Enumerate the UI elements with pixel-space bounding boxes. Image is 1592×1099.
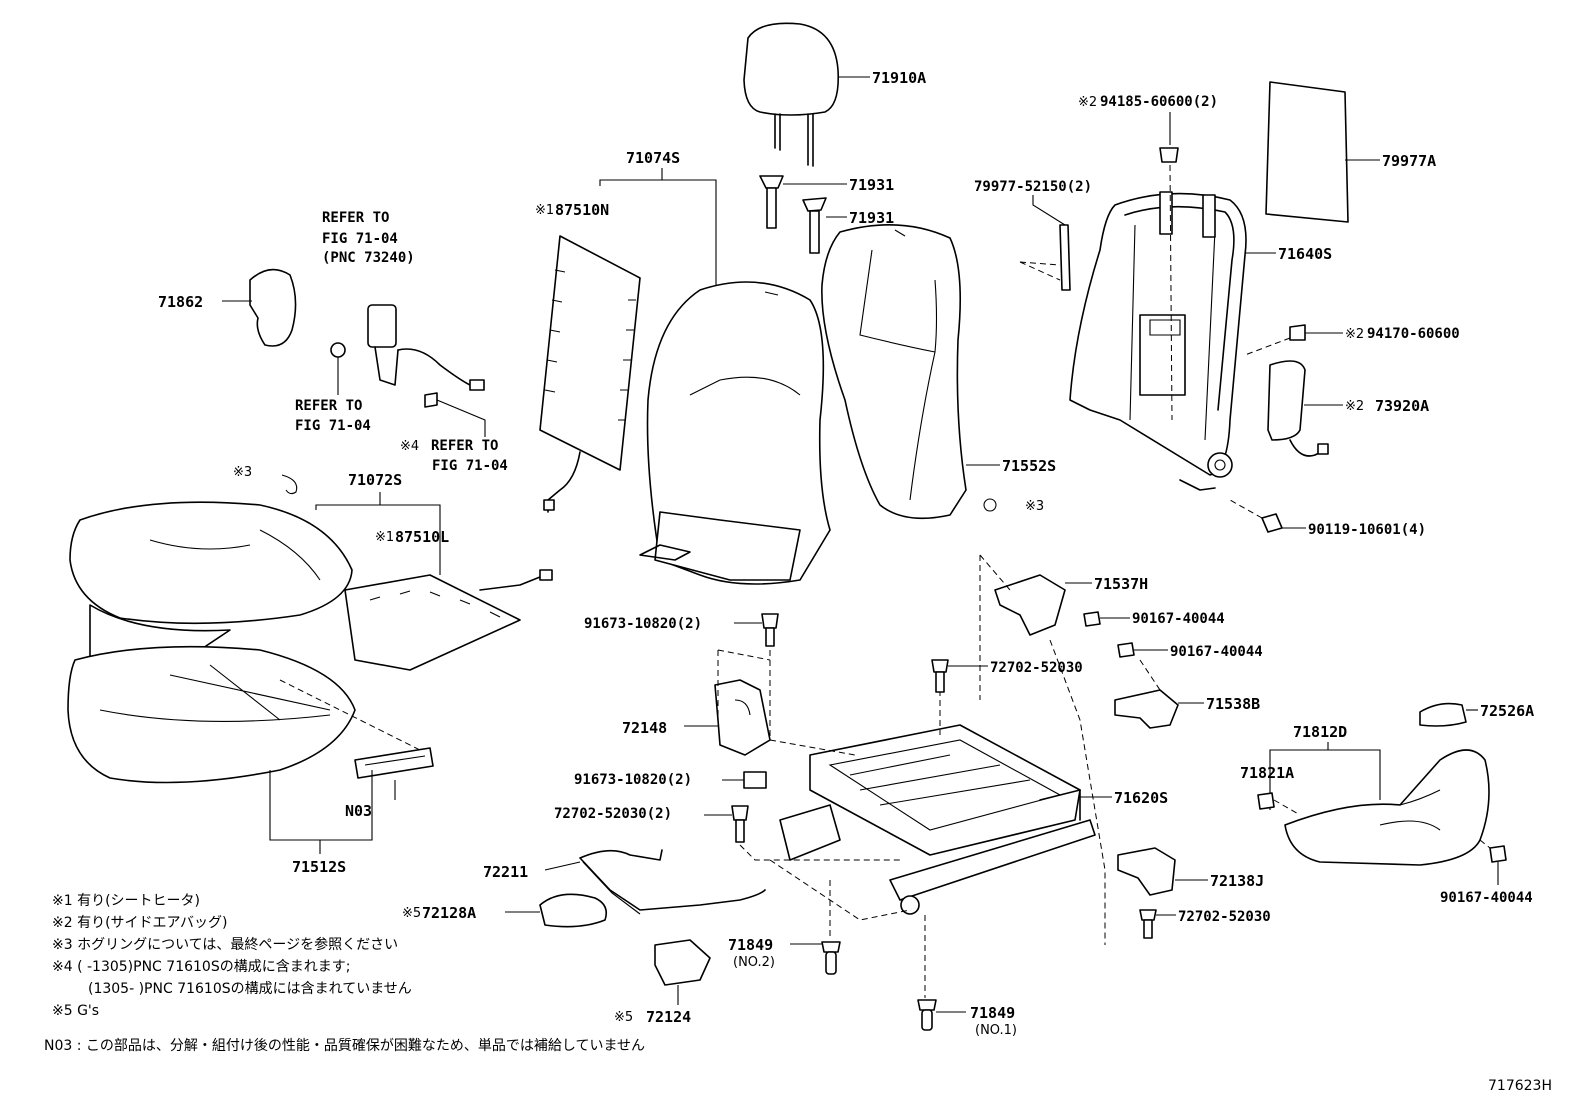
part-71812D[interactable]: 71812D	[1293, 723, 1347, 741]
part-72211[interactable]: 72211	[483, 863, 528, 881]
part-71862[interactable]: 71862	[158, 293, 203, 311]
part-90167-a[interactable]: 90167-40044	[1132, 611, 1225, 627]
cushion-heater-drawing	[344, 569, 553, 671]
cover-72128A-drawing	[539, 893, 608, 928]
bracket-71537H-drawing	[994, 574, 1066, 636]
part-90119[interactable]: 90119-10601(4)	[1308, 522, 1426, 538]
part-79977A[interactable]: 79977A	[1382, 152, 1436, 170]
ref2-line1: REFER TO	[295, 398, 362, 414]
side-airbag-drawing	[1267, 360, 1329, 457]
mark-72128A: ※5	[402, 906, 421, 921]
bracket-71538B-drawing	[1114, 689, 1179, 729]
cover-72138J-drawing	[1117, 847, 1176, 896]
part-72148[interactable]: 72148	[622, 719, 667, 737]
part-73920A[interactable]: 73920A	[1375, 397, 1429, 415]
ref1-line3: (PNC 73240)	[322, 250, 415, 266]
seatback-cover-drawing	[639, 281, 831, 585]
part-91673-b[interactable]: 91673-10820(2)	[574, 772, 692, 788]
part-N03[interactable]: N03	[345, 802, 372, 820]
seat-adjuster-drawing	[779, 724, 1096, 915]
part-72124[interactable]: 72124	[646, 1008, 691, 1026]
part-87510N[interactable]: 87510N	[555, 201, 609, 219]
part-71640S[interactable]: 71640S	[1278, 245, 1332, 263]
seatback-frame-drawing	[1069, 191, 1247, 491]
part-71931-b[interactable]: 71931	[849, 209, 894, 227]
legend-note-4a: ※4 ( -1305)PNC 71610Sの構成に含まれます;	[52, 959, 350, 975]
handle-72526A-drawing	[1419, 702, 1467, 727]
rod-72211-drawing	[579, 849, 766, 915]
hinge-cover-drawing	[249, 268, 297, 347]
ref1-line2: FIG 71-04	[322, 231, 398, 247]
part-90167-b[interactable]: 90167-40044	[1170, 644, 1263, 660]
legend-note-4b: (1305- )PNC 71610Sの構成には含まれていません	[88, 981, 412, 997]
seatback-heater-drawing	[539, 235, 641, 513]
mark-94170: ※2	[1345, 327, 1364, 342]
part-87510L[interactable]: 87510L	[395, 528, 449, 546]
mark-72124: ※5	[614, 1010, 633, 1025]
part-72128A[interactable]: 72128A	[422, 904, 476, 922]
part-71620S[interactable]: 71620S	[1114, 789, 1168, 807]
mark-73920A: ※2	[1345, 399, 1364, 414]
part-71849-no1[interactable]: 71849	[970, 1004, 1015, 1022]
legend-note-5: ※5 G's	[52, 1003, 99, 1019]
ref2-line2: FIG 71-04	[295, 418, 371, 434]
ref1-line1: REFER TO	[322, 210, 389, 226]
ref3-line1: REFER TO	[431, 438, 498, 454]
mark-94185: ※2	[1078, 95, 1097, 110]
mark-3-right: ※3	[1025, 499, 1044, 514]
part-71910A[interactable]: 71910A	[872, 69, 926, 87]
part-94170[interactable]: 94170-60600	[1367, 326, 1460, 342]
part-71931-a[interactable]: 71931	[849, 176, 894, 194]
headrest-drawing	[743, 22, 840, 167]
bracket-72148-drawing	[714, 679, 771, 756]
legend-note-3: ※3 ホグリングについては、最終ページを参照ください	[52, 936, 398, 953]
n03-part-drawing	[354, 747, 434, 779]
mark-3-left: ※3	[233, 465, 252, 480]
ref3-line2: FIG 71-04	[432, 458, 508, 474]
part-91673-a[interactable]: 91673-10820(2)	[584, 616, 702, 632]
shield-71812D-drawing	[1284, 749, 1490, 866]
part-71849-no1-sub: (NO.1)	[975, 1023, 1017, 1038]
mark-87510L: ※1	[375, 530, 394, 545]
legend-note-n03: N03 : この部品は、分解・組付け後の性能・品質確保が困難なため、単品では補給…	[44, 1038, 645, 1054]
part-72526A[interactable]: 72526A	[1480, 702, 1534, 720]
part-90167-c[interactable]: 90167-40044	[1440, 890, 1533, 906]
part-94185[interactable]: 94185-60600(2)	[1100, 94, 1218, 110]
legend-note-1: ※1 有り(シートヒータ)	[52, 893, 200, 909]
part-72702-b[interactable]: 72702-52030(2)	[554, 806, 672, 822]
cushion-pad-drawing	[67, 645, 356, 784]
part-72138J[interactable]: 72138J	[1210, 872, 1264, 890]
diagram-id: 717623H	[1488, 1078, 1552, 1094]
part-71512S[interactable]: 71512S	[292, 858, 346, 876]
ref3-mark: ※4	[400, 439, 419, 454]
headrest-support-drawing	[759, 175, 827, 254]
part-79977-52150[interactable]: 79977-52150(2)	[974, 179, 1092, 195]
cushion-cover-drawing	[69, 501, 353, 671]
part-71552S[interactable]: 71552S	[1002, 457, 1056, 475]
part-71538B[interactable]: 71538B	[1206, 695, 1260, 713]
cover-72124-drawing	[654, 939, 711, 986]
mark-87510N: ※1	[535, 203, 554, 218]
part-71849-no2-sub: (NO.2)	[733, 955, 775, 970]
part-71849-no2[interactable]: 71849	[728, 936, 773, 954]
seatback-pad-drawing	[821, 224, 967, 520]
part-71072S[interactable]: 71072S	[348, 471, 402, 489]
part-72702-a[interactable]: 72702-52030	[990, 660, 1083, 676]
part-71821A[interactable]: 71821A	[1240, 764, 1294, 782]
part-72702-c[interactable]: 72702-52030	[1178, 909, 1271, 925]
seatbelt-buckle-drawing	[330, 304, 485, 408]
legend-note-2: ※2 有り(サイドエアバッグ)	[52, 915, 227, 931]
part-71537H[interactable]: 71537H	[1094, 575, 1148, 593]
part-71074S[interactable]: 71074S	[626, 149, 680, 167]
